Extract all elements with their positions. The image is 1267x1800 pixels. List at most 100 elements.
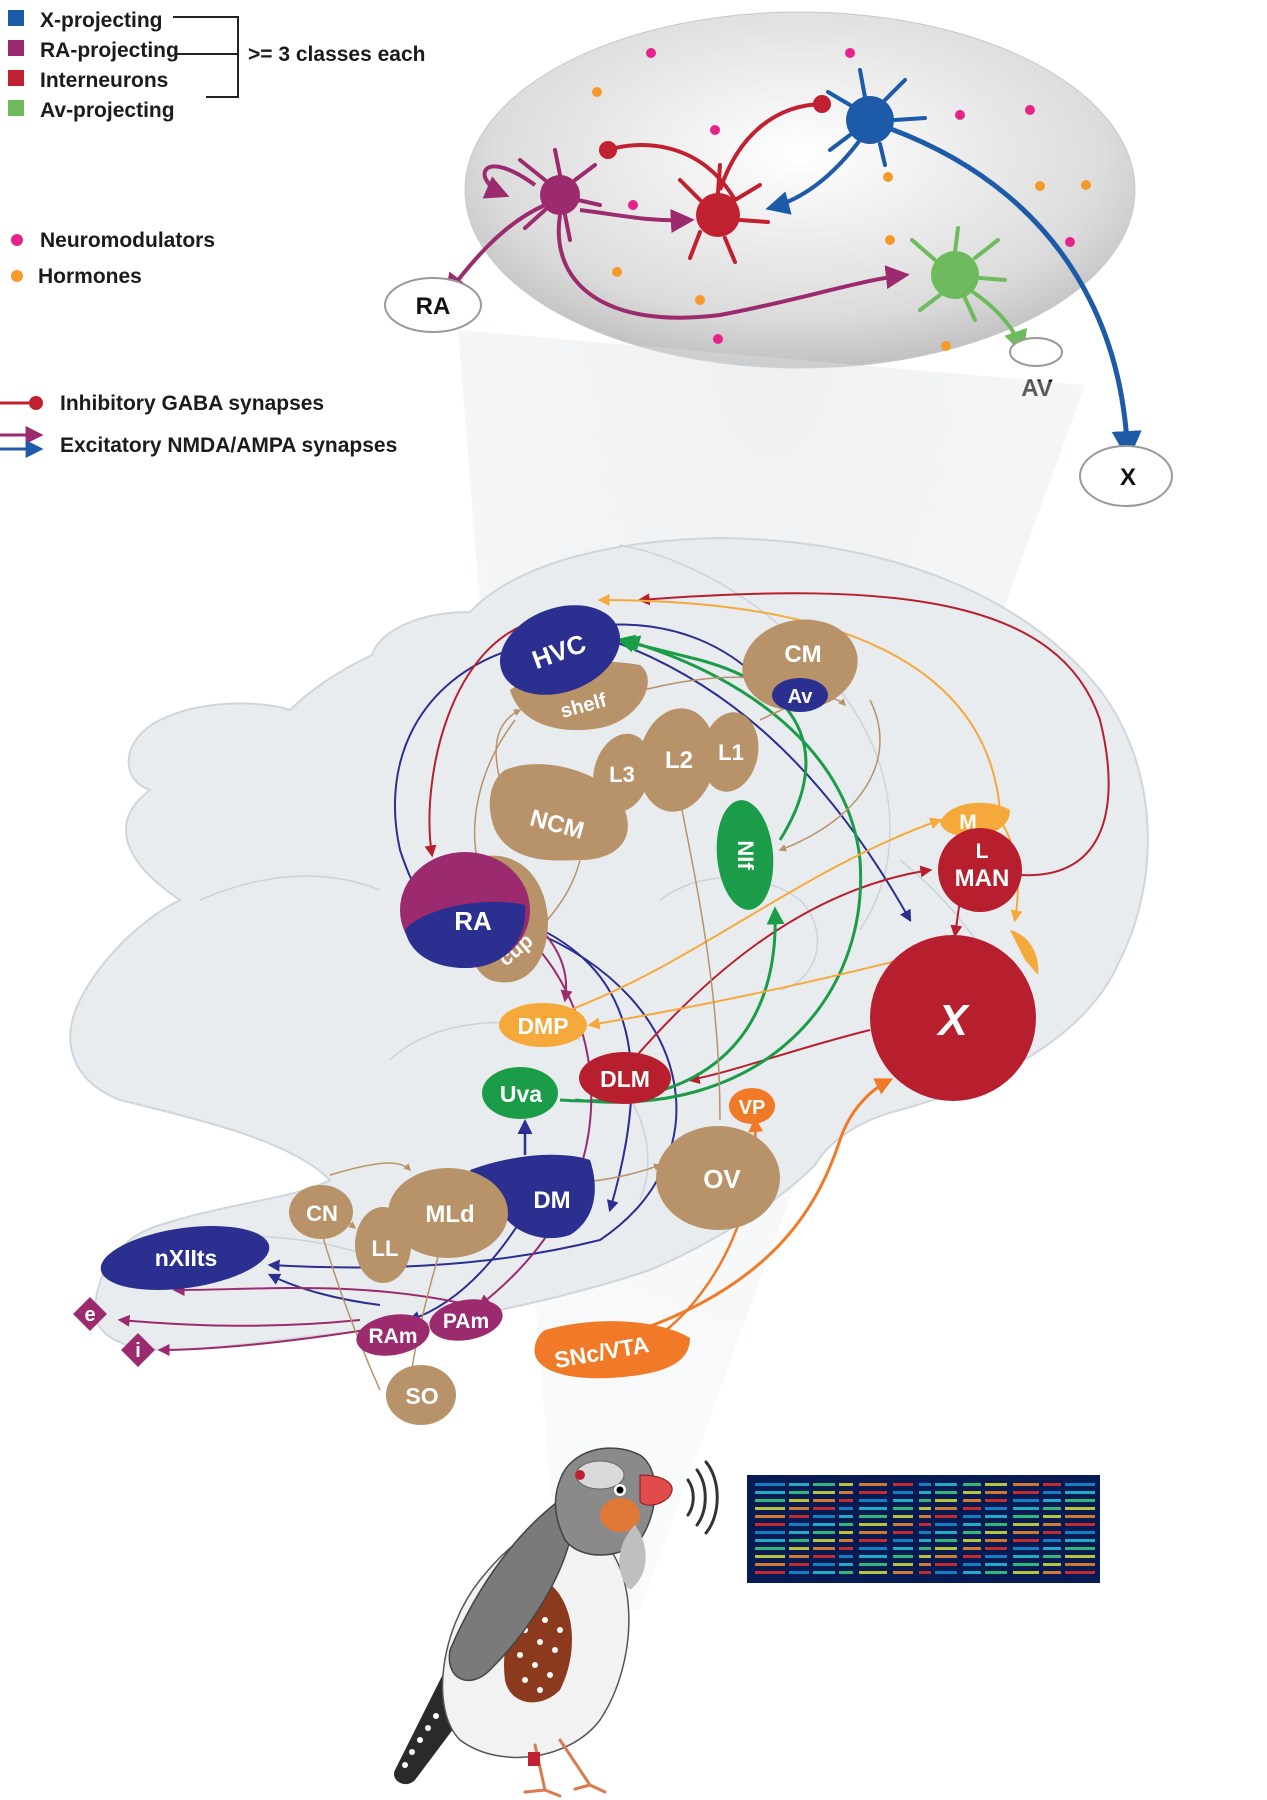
- spectrogram-harmonic: [859, 1555, 887, 1558]
- spectrogram-harmonic: [935, 1531, 957, 1534]
- finch-wing: [448, 1498, 571, 1681]
- spectrogram-harmonic: [1013, 1515, 1039, 1518]
- spectrogram-harmonic: [755, 1483, 785, 1486]
- spectrogram-harmonic: [935, 1515, 957, 1518]
- spectrogram-harmonic: [789, 1491, 809, 1494]
- spectrogram-harmonic: [985, 1483, 1007, 1486]
- x-projecting-neuron: [826, 68, 927, 167]
- spectrogram-harmonic: [919, 1571, 931, 1574]
- spectrogram-harmonic: [789, 1515, 809, 1518]
- spectrogram-harmonic: [919, 1531, 931, 1534]
- region-ram: RAm: [356, 1314, 430, 1356]
- spectrogram-harmonic: [859, 1507, 887, 1510]
- spectrogram-harmonic: [985, 1563, 1007, 1566]
- spectrogram-harmonic: [813, 1547, 835, 1550]
- region-vp-label: VP: [739, 1097, 766, 1119]
- region-so: SO: [386, 1365, 456, 1425]
- spectrogram-harmonic: [935, 1571, 957, 1574]
- path-sncvta-to-x: [639, 1078, 894, 1332]
- spectrogram-harmonic: [963, 1547, 981, 1550]
- path-dmp-to-mman: [569, 817, 943, 1011]
- region-snc-vta: SNc/VTA: [534, 1321, 690, 1379]
- region-dmp: DMP: [499, 1003, 587, 1047]
- spectrogram-harmonic: [919, 1523, 931, 1526]
- spectrogram-harmonic: [1043, 1499, 1061, 1502]
- spectrogram-harmonic: [985, 1531, 1007, 1534]
- spectrogram-harmonic: [1065, 1507, 1095, 1510]
- spectrogram-harmonic: [1065, 1499, 1095, 1502]
- finch-beak: [639, 1474, 673, 1506]
- spectrogram-harmonic: [755, 1539, 785, 1542]
- legend-synapses: Inhibitory GABA synapses Excitatory NMDA…: [0, 392, 397, 458]
- spectrogram-syllables: [755, 1483, 1095, 1574]
- spectrogram-harmonic: [919, 1547, 931, 1550]
- path-ram-to-i: [157, 1329, 366, 1356]
- spectrogram-harmonic: [893, 1539, 913, 1542]
- spectrogram-harmonic: [963, 1523, 981, 1526]
- spectrogram-harmonic: [985, 1507, 1007, 1510]
- legend-swatch-av-projecting: [8, 100, 24, 116]
- finch-tail-stripes: [402, 1713, 439, 1768]
- spectrogram-harmonic: [963, 1531, 981, 1534]
- spectrogram-harmonic: [789, 1483, 809, 1486]
- spectrogram-harmonic: [1065, 1531, 1095, 1534]
- spectrogram-harmonic: [935, 1547, 957, 1550]
- region-uva-label: Uva: [500, 1081, 542, 1107]
- finch-leg-band: [528, 1752, 540, 1766]
- spectrogram-harmonic: [1043, 1539, 1061, 1542]
- path-hvc-to-ra-red: [424, 619, 541, 858]
- spectrogram-harmonic: [813, 1523, 835, 1526]
- spectrogram-harmonic: [1043, 1515, 1061, 1518]
- spectrogram-harmonic: [1043, 1523, 1061, 1526]
- spectrogram-harmonic: [1065, 1483, 1095, 1486]
- region-ov-label: OV: [703, 1164, 741, 1194]
- legend-label-neuromodulators: Neuromodulators: [40, 229, 215, 252]
- path-ra-to-dm: [519, 919, 633, 1213]
- spectrogram-harmonic: [859, 1483, 887, 1486]
- region-dlm: DLM: [579, 1052, 671, 1104]
- legend-classes-note: >= 3 classes each: [248, 43, 426, 66]
- spectrogram-harmonic: [985, 1515, 1007, 1518]
- region-area-x-label: X: [935, 996, 970, 1045]
- spectrogram-harmonic: [813, 1483, 835, 1486]
- path-ov-to-l2: [677, 798, 721, 1121]
- spectrogram-harmonic: [985, 1547, 1007, 1550]
- spectrogram-harmonic: [755, 1515, 785, 1518]
- connection-ra-proj-loop: [482, 164, 537, 199]
- spectrogram-harmonic: [839, 1571, 853, 1574]
- spectrogram-harmonic: [859, 1523, 887, 1526]
- region-mld-label: MLd: [425, 1201, 474, 1228]
- spectrogram-harmonic: [935, 1563, 957, 1566]
- path-ram-to-nxiits: [267, 1273, 381, 1306]
- path-ram-to-e: [117, 1314, 361, 1327]
- spectrogram-harmonic: [789, 1563, 809, 1566]
- path-hvc-to-x: [609, 639, 912, 923]
- spectrogram-harmonic: [1065, 1515, 1095, 1518]
- spectrogram-harmonic: [935, 1499, 957, 1502]
- neuromodulator-dots: [628, 48, 1075, 344]
- path-mman-to-hvc: [597, 594, 1001, 811]
- region-ram-label: RAm: [368, 1325, 417, 1348]
- spectrogram-harmonic: [893, 1523, 913, 1526]
- spectrogram-harmonic: [963, 1499, 981, 1502]
- spectrogram-harmonic: [893, 1571, 913, 1574]
- spectrogram-harmonic: [935, 1555, 957, 1558]
- region-cm: CM: [742, 619, 858, 711]
- finch-brain-spot: [575, 1470, 585, 1480]
- spectrogram-harmonic: [789, 1531, 809, 1534]
- spectrogram-harmonic: [755, 1555, 785, 1558]
- region-area-x: X: [870, 930, 1039, 1101]
- spectrogram-harmonic: [985, 1555, 1007, 1558]
- spectrogram-harmonic: [1013, 1483, 1039, 1486]
- spectrogram-harmonic: [1013, 1491, 1039, 1494]
- spectrogram-harmonic: [839, 1547, 853, 1550]
- brain-outline: [69, 536, 1149, 1352]
- legend-label-interneurons: Interneurons: [40, 69, 168, 92]
- region-av-label: Av: [788, 686, 814, 708]
- region-cn: CN: [289, 1185, 353, 1239]
- region-l-label: L: [976, 840, 989, 863]
- spectrogram-harmonic: [1043, 1555, 1061, 1558]
- legend-modulators: Neuromodulators Hormones: [11, 229, 215, 288]
- spectrogram-harmonic: [859, 1531, 887, 1534]
- spectrogram-harmonic: [893, 1515, 913, 1518]
